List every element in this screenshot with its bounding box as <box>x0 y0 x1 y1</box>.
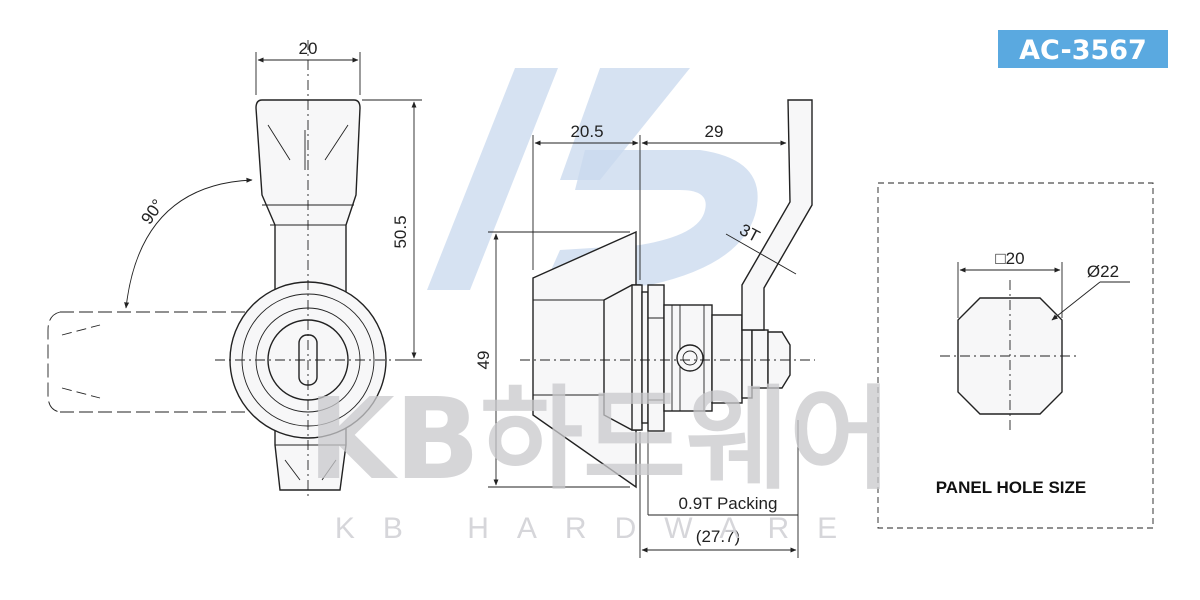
side-depth-label: 20.5 <box>570 122 603 141</box>
model-number: AC-3567 <box>1019 35 1147 66</box>
model-badge: AC-3567 <box>998 30 1168 68</box>
side-view <box>488 99 815 558</box>
side-lever-label: 29 <box>705 122 724 141</box>
watermark-korean: KB하드웨어 <box>308 375 892 505</box>
rotation-angle-label: 90° <box>137 196 167 228</box>
front-height-label: 50.5 <box>391 215 410 248</box>
square-size-label: □20 <box>995 249 1024 268</box>
front-width-label: 20 <box>299 39 318 58</box>
packing-label: 0.9T Packing <box>679 494 778 513</box>
panel-hole-view <box>877 182 1154 529</box>
total-length-label: (27.7) <box>696 527 740 546</box>
watermark-english: KB HARDWARE <box>335 512 865 545</box>
panel-hole-title: PANEL HOLE SIZE <box>936 478 1087 497</box>
front-view <box>47 40 422 500</box>
side-height-label: 49 <box>474 351 493 370</box>
diameter-label: Ø22 <box>1087 262 1119 281</box>
